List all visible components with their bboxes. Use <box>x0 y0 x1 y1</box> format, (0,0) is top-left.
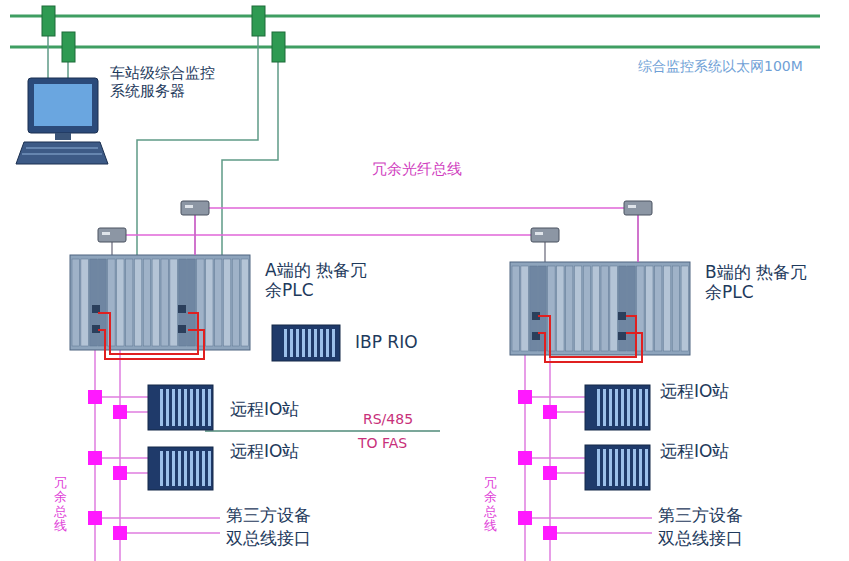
device-label: 第三方设备 <box>226 505 311 525</box>
redundant-plc: A端的 热备冗余PLC <box>70 255 250 350</box>
remote-io-station: 远程IO站 <box>148 447 213 490</box>
signal-label: RS/485 <box>363 411 413 428</box>
node-label: IBP RIO <box>355 332 418 352</box>
node-label: 远程IO站 <box>660 381 729 401</box>
device-label: 双总线接口 <box>658 528 743 548</box>
ibp-rio-module: IBP RIO <box>272 325 340 361</box>
fiber-bus-line <box>195 208 638 262</box>
node-label: B端的 热备冗余PLC <box>705 262 817 303</box>
node-label: 远程IO站 <box>660 441 729 461</box>
node-label: 远程IO站 <box>230 399 299 419</box>
edge-label: 冗余光纤总线 <box>372 160 462 178</box>
remote-io-station: 远程IO站 <box>585 385 650 430</box>
bus-label: 冗余总线 <box>54 476 67 533</box>
network-label: 综合监控系统以太网100M <box>638 58 803 75</box>
remote-io-station: 远程IO站 <box>148 385 213 430</box>
signal-label: TO FAS <box>358 435 407 452</box>
server-computer: 车站级综合监控系统服务器 <box>15 72 105 167</box>
node-label: 远程IO站 <box>230 441 299 461</box>
remote-io-station: 远程IO站 <box>585 445 650 490</box>
device-label: 第三方设备 <box>658 505 743 525</box>
redundant-plc: B端的 热备冗余PLC <box>510 262 690 355</box>
bus-label: 冗余总线 <box>484 476 497 533</box>
node-label: A端的 热备冗余PLC <box>265 260 377 301</box>
node-label: 车站级综合监控系统服务器 <box>110 64 218 100</box>
device-label: 双总线接口 <box>226 528 311 548</box>
